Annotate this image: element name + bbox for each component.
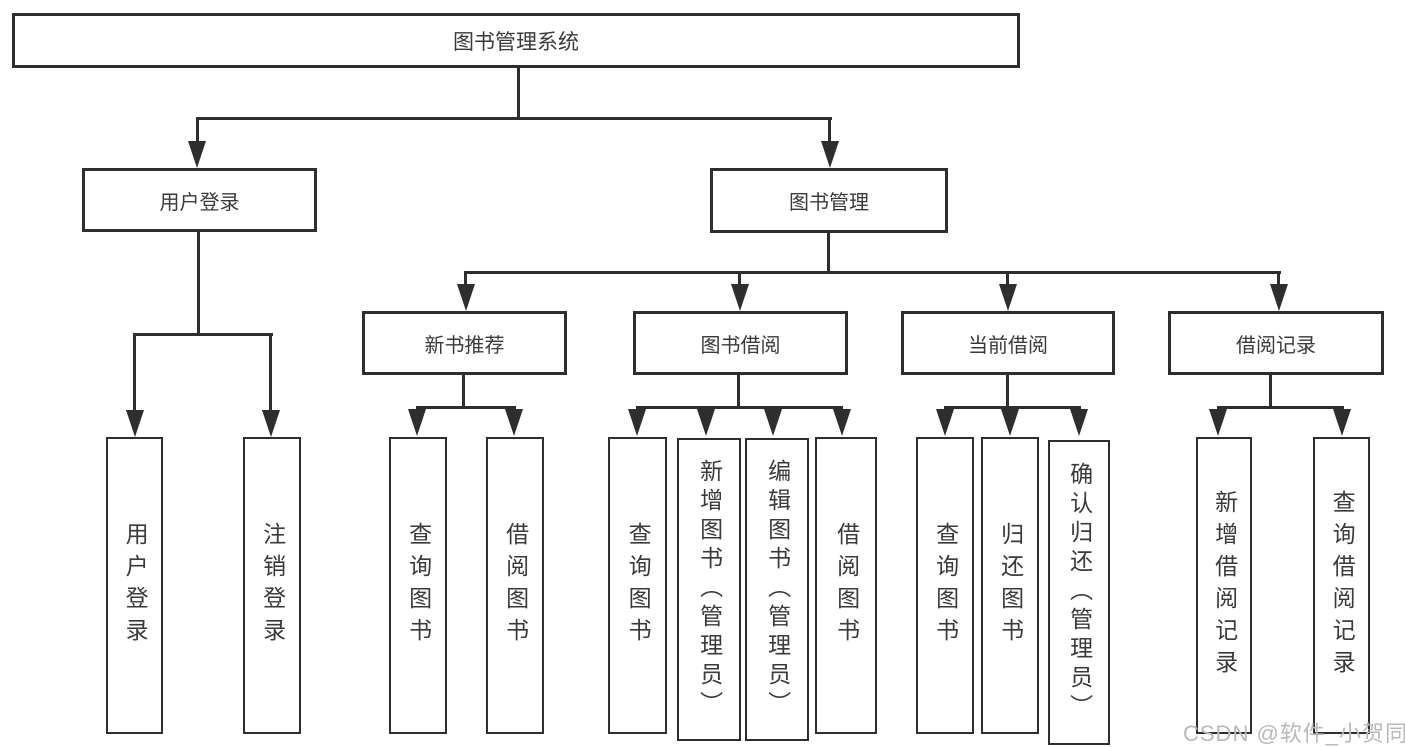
arrow-down-icon bbox=[697, 409, 715, 436]
connector-stem bbox=[1269, 375, 1272, 409]
arrow-down-icon bbox=[731, 284, 749, 311]
leaf-query-books-recommend: 查询图书 bbox=[389, 437, 447, 734]
leaf-logout: 注销登录 bbox=[243, 437, 301, 734]
arrow-down-icon bbox=[188, 141, 206, 168]
arrow-down-icon bbox=[1001, 409, 1019, 436]
leaf-query-books-current: 查询图书 bbox=[916, 437, 974, 734]
node-borrowing-records: 借阅记录 bbox=[1168, 311, 1384, 375]
leaf-return-book: 归还图书 bbox=[981, 437, 1039, 734]
leaf-borrow-books-borrowing: 借阅图书 bbox=[815, 437, 877, 734]
leaf-user-login: 用户登录 bbox=[106, 437, 163, 734]
connector-stem bbox=[1277, 271, 1280, 286]
leaf-query-borrow-record: 查询借阅记录 bbox=[1313, 437, 1370, 734]
node-book-borrowing: 图书借阅 bbox=[633, 311, 848, 375]
connector-stem bbox=[197, 232, 200, 335]
arrow-down-icon bbox=[821, 141, 839, 168]
connector-stem bbox=[1006, 271, 1009, 286]
arrow-down-icon bbox=[457, 284, 475, 311]
connector-root-stem bbox=[517, 68, 520, 120]
node-current-borrowing: 当前借阅 bbox=[901, 311, 1115, 375]
connector-branch bbox=[465, 271, 1281, 274]
node-user-login: 用户登录 bbox=[82, 168, 317, 232]
arrow-down-icon bbox=[1270, 284, 1288, 311]
connector-stem bbox=[1006, 375, 1009, 409]
connector-branch bbox=[1217, 406, 1344, 409]
arrow-down-icon bbox=[764, 409, 782, 436]
leaf-confirm-return-admin: 确认归还（管理员） bbox=[1048, 440, 1110, 745]
connector-stem bbox=[737, 375, 740, 409]
connector-stem bbox=[827, 233, 830, 274]
connector-branch bbox=[134, 333, 273, 336]
arrow-down-icon bbox=[126, 410, 144, 437]
arrow-down-icon bbox=[1333, 409, 1351, 436]
node-book-management: 图书管理 bbox=[710, 168, 948, 233]
arrow-down-icon bbox=[999, 284, 1017, 311]
connector-branch bbox=[944, 406, 1081, 409]
connector-root-branch bbox=[196, 117, 832, 120]
arrow-down-icon bbox=[1070, 409, 1088, 436]
connector-stem bbox=[196, 117, 199, 143]
arrow-down-icon bbox=[1209, 409, 1227, 436]
connector-stem bbox=[133, 333, 136, 411]
node-new-book-recommendation: 新书推荐 bbox=[362, 311, 567, 375]
connector-stem bbox=[828, 117, 831, 143]
connector-stem bbox=[738, 271, 741, 286]
connector-stem bbox=[269, 333, 272, 411]
connector-branch bbox=[416, 406, 516, 409]
arrow-down-icon bbox=[833, 409, 851, 436]
node-library-management-system: 图书管理系统 bbox=[12, 13, 1020, 68]
arrow-down-icon bbox=[262, 410, 280, 437]
leaf-borrow-books-recommend: 借阅图书 bbox=[486, 437, 544, 734]
connector-stem bbox=[464, 271, 467, 286]
watermark: CSDN @软件_小贺同学 bbox=[1183, 721, 1405, 746]
arrow-down-icon bbox=[505, 409, 523, 436]
connector-branch bbox=[636, 406, 843, 409]
leaf-query-books-borrowing: 查询图书 bbox=[608, 437, 667, 734]
leaf-add-borrow-record: 新增借阅记录 bbox=[1196, 437, 1252, 734]
leaf-edit-book-admin: 编辑图书（管理员） bbox=[745, 438, 809, 741]
arrow-down-icon bbox=[628, 409, 646, 436]
connector-stem bbox=[462, 375, 465, 409]
arrow-down-icon bbox=[408, 409, 426, 436]
arrow-down-icon bbox=[936, 409, 954, 436]
leaf-add-book-admin: 新增图书（管理员） bbox=[677, 438, 741, 741]
